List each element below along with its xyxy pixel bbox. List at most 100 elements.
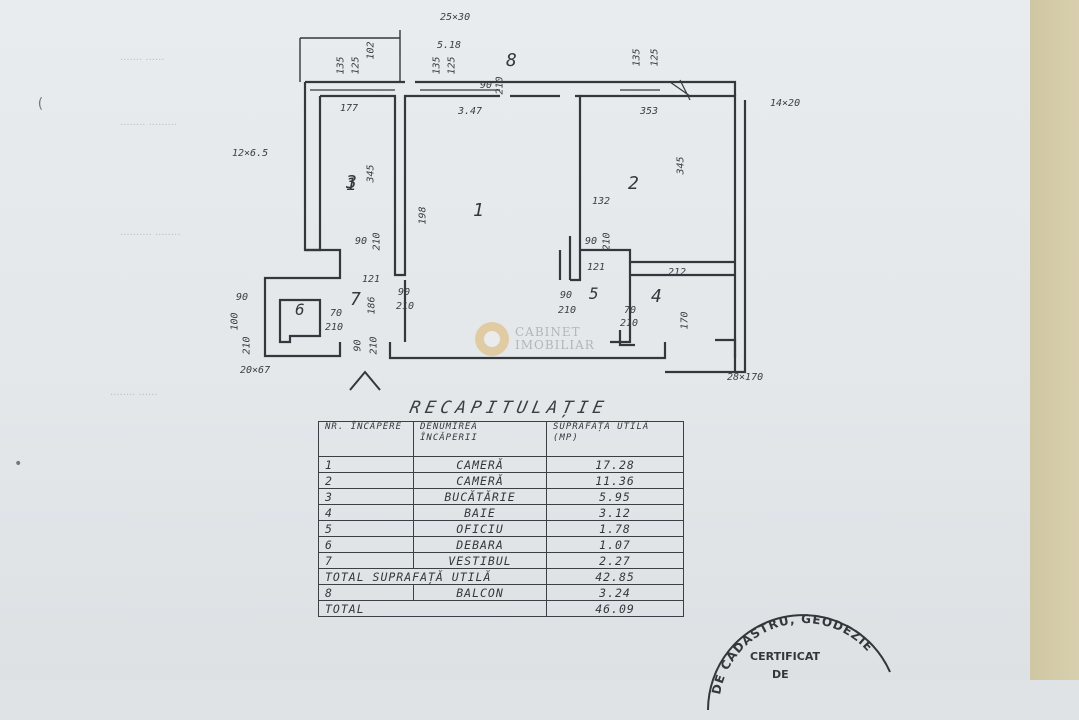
dimension-label: 90 xyxy=(352,339,364,352)
dimension-label: 125 xyxy=(649,48,661,67)
table-header-row: NR. ÎNCĂPERE DENUMIREA ÎNCĂPERII SUPRAFA… xyxy=(318,421,684,457)
dimension-label: 135 xyxy=(631,48,643,67)
dimension-label: 135 xyxy=(431,56,443,75)
room-name-cell: OFICIU xyxy=(413,520,547,537)
dimension-label: 210 xyxy=(241,336,253,355)
dimension-label: 70 xyxy=(330,308,343,319)
room-area-cell: 1.78 xyxy=(546,520,684,537)
faded-background-text: ········ ········· xyxy=(120,120,178,131)
dimension-label: 345 xyxy=(675,156,687,175)
room-name-cell: BUCĂTĂRIE xyxy=(413,488,547,505)
paper-edge xyxy=(1030,0,1079,680)
room-nr-cell: 5 xyxy=(318,520,414,537)
recap-title: RECAPITULAȚIE xyxy=(407,398,611,418)
dimension-label: 210 xyxy=(620,318,639,329)
room-name-cell: CAMERĂ xyxy=(413,456,547,473)
dimension-label: 90 xyxy=(585,236,598,247)
dimension-label: 90 xyxy=(560,290,573,301)
stamp-line-1: CERTIFICAT xyxy=(750,650,820,663)
floor-plan: 1 xyxy=(263,30,747,391)
dimension-label: 20×67 xyxy=(240,365,271,376)
dimension-label: 210 xyxy=(325,322,344,333)
room-area-cell: 17.28 xyxy=(546,456,684,473)
dimension-label: 210 xyxy=(368,336,380,355)
table-row: 7 VESTIBUL 2.27 xyxy=(318,552,684,569)
room-nr-cell: 7 xyxy=(318,552,414,569)
dimension-label: 3.47 xyxy=(458,106,483,117)
watermark-line-1: CABINET xyxy=(515,325,581,339)
total-useful-value: 42.85 xyxy=(546,568,684,585)
dimension-label: 125 xyxy=(446,56,458,75)
dimension-label: 90 xyxy=(398,287,411,298)
dimension-label: 125 xyxy=(350,56,362,75)
room-area-cell: 5.95 xyxy=(546,488,684,505)
room-name-cell: CAMERĂ xyxy=(413,472,547,489)
dimension-label: 121 xyxy=(587,262,606,273)
total-useful-label: TOTAL SUPRAFAȚĂ UTILĂ xyxy=(318,568,547,585)
dimension-label: 5.18 xyxy=(437,40,462,51)
agency-watermark: CABINET IMOBILIAR xyxy=(475,322,595,356)
dimension-label: 132 xyxy=(592,196,611,207)
dimension-label: 102 xyxy=(365,41,377,60)
entry-arrow xyxy=(349,370,381,391)
room-nr-cell: 6 xyxy=(318,536,414,553)
room-area-cell: 11.36 xyxy=(546,472,684,489)
dimension-label: 186 xyxy=(366,296,378,315)
table-row: 2 CAMERĂ 11.36 xyxy=(318,472,684,489)
room-area-cell: 1.07 xyxy=(546,536,684,553)
dimension-label: 90 xyxy=(236,292,249,303)
dimension-label: 90 xyxy=(480,80,493,91)
dimension-label: 25×30 xyxy=(440,12,471,23)
room-label: 1 xyxy=(346,175,357,195)
punch-mark: ( xyxy=(36,96,45,112)
dimension-label: 353 xyxy=(640,106,659,117)
total-label: TOTAL xyxy=(318,600,547,617)
dimension-label: 198 xyxy=(417,206,429,225)
total-value: 46.09 xyxy=(546,600,684,617)
exterior-wall xyxy=(305,80,747,374)
balcony-outline xyxy=(299,30,401,82)
dimension-label: 28×170 xyxy=(727,372,764,383)
column-header: DENUMIREA ÎNCĂPERII xyxy=(413,421,547,457)
dimension-label: 210 xyxy=(396,301,415,312)
cadastre-stamp: DE CADASTRU, GEODEZIE CERTIFICAT DE xyxy=(707,612,891,711)
table-row: 5 OFICIU 1.78 xyxy=(318,520,684,537)
faded-background-text: ······· ······ xyxy=(120,55,165,66)
area-summary-table: NR. ÎNCĂPERE DENUMIREA ÎNCĂPERII SUPRAFA… xyxy=(318,421,684,617)
punch-mark: • xyxy=(14,456,23,472)
column-header: SUPRAFAȚA UTILĂ (MP) xyxy=(546,421,684,457)
agency-logo-icon xyxy=(475,322,509,356)
room-name-cell: BALCON xyxy=(413,584,547,601)
room-area-cell: 3.24 xyxy=(546,584,684,601)
dimension-label: 90 xyxy=(355,236,368,247)
dimension-label: 12×6.5 xyxy=(232,148,269,159)
room-name-cell: VESTIBUL xyxy=(413,552,547,569)
dimension-label: 210 xyxy=(371,232,383,251)
dimension-label: 210 xyxy=(494,76,506,95)
room-nr-cell: 3 xyxy=(318,488,414,505)
watermark-line-2: IMOBILIAR xyxy=(515,338,595,352)
faded-background-text: ·········· ········ xyxy=(120,230,181,241)
dimension-label: 345 xyxy=(365,164,377,183)
dimension-label: 177 xyxy=(340,103,359,114)
dimension-label: 14×20 xyxy=(770,98,801,109)
dimension-label: 121 xyxy=(362,274,381,285)
table-row: 1 CAMERĂ 17.28 xyxy=(318,456,684,473)
total-row: TOTAL 46.09 xyxy=(318,600,684,617)
table-row: 4 BAIE 3.12 xyxy=(318,504,684,521)
room-name-cell: BAIE xyxy=(413,504,547,521)
table-row: 6 DEBARA 1.07 xyxy=(318,536,684,553)
stamp-line-2: DE xyxy=(772,668,789,681)
room-area-cell: 2.27 xyxy=(546,552,684,569)
faded-background-text: ········ ······ xyxy=(110,390,158,401)
room-nr-cell: 8 xyxy=(318,584,414,601)
room-area-cell: 3.12 xyxy=(546,504,684,521)
dimension-label: 70 xyxy=(624,305,637,316)
dimension-label: 170 xyxy=(679,311,691,330)
dimension-label: 210 xyxy=(601,232,613,251)
total-useful-row: TOTAL SUPRAFAȚĂ UTILĂ 42.85 xyxy=(318,568,684,585)
column-header: NR. ÎNCĂPERE xyxy=(318,421,414,457)
table-row: 3 BUCĂTĂRIE 5.95 xyxy=(318,488,684,505)
dimension-label: 100 xyxy=(229,312,241,331)
dimension-label: 135 xyxy=(335,56,347,75)
